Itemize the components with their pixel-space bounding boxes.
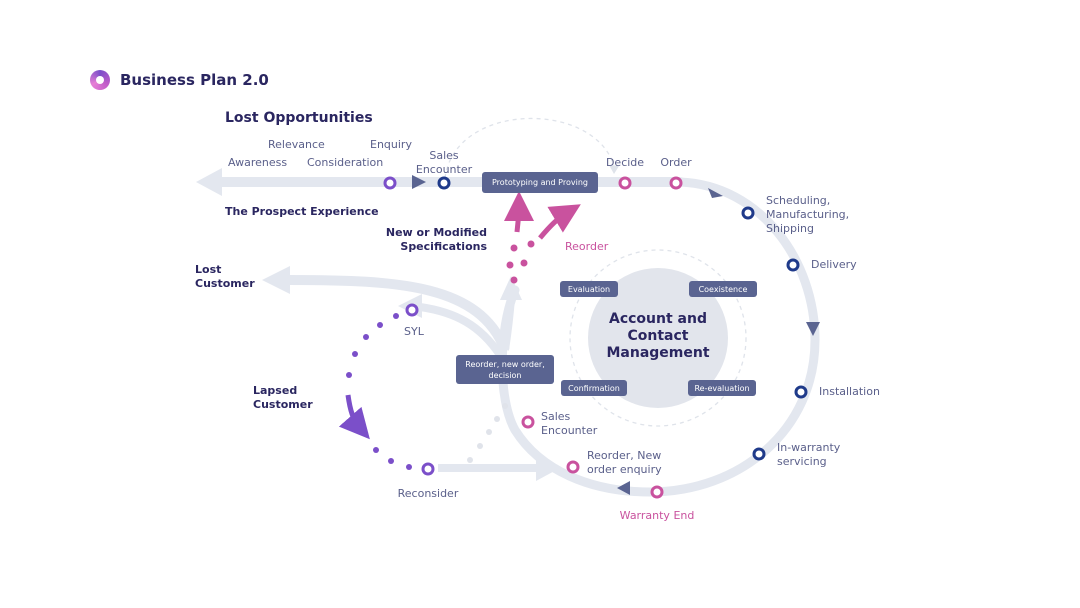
label-scheduling-3: Shipping: [766, 222, 814, 235]
svg-text:Prototyping and Proving: Prototyping and Proving: [492, 178, 588, 187]
label-enquiry: Enquiry: [370, 138, 412, 151]
logo-icon: [90, 70, 110, 90]
label-order: Order: [660, 156, 692, 169]
svg-text:Confirmation: Confirmation: [568, 384, 620, 393]
pink-arrow-specs: [503, 191, 534, 233]
label-new-specs-2: Specifications: [400, 240, 487, 253]
center-label-line3: Management: [606, 345, 709, 361]
svg-text:Re-evaluation: Re-evaluation: [694, 384, 749, 393]
label-in-warranty-1: In-warranty: [777, 441, 841, 454]
label-prospect-experience: The Prospect Experience: [225, 205, 379, 218]
track-arrow-loop-bottom: [617, 481, 630, 495]
pink-dots: [506, 240, 535, 284]
label-new-specs-1: New or Modified: [386, 226, 487, 239]
center-circle: [588, 268, 728, 408]
label-lost-customer-1: Lost: [195, 263, 221, 276]
lost-opportunities-title: Lost Opportunities: [225, 110, 373, 126]
label-sales-encounter-top-2: Encounter: [416, 163, 473, 176]
label-sales-encounter-top-1: Sales: [429, 149, 459, 162]
label-scheduling-1: Scheduling,: [766, 194, 830, 207]
pill-evaluation[interactable]: Evaluation: [560, 281, 618, 297]
svg-text:decision: decision: [489, 371, 522, 380]
track-arrow-loop-right: [806, 322, 820, 336]
label-lapsed-customer-2: Customer: [253, 398, 313, 411]
label-awareness: Awareness: [228, 156, 287, 169]
label-in-warranty-2: servicing: [777, 455, 827, 468]
label-installation: Installation: [819, 385, 880, 398]
pill-prototyping[interactable]: Prototyping and Proving: [482, 172, 598, 193]
pill-coexistence[interactable]: Coexistence: [689, 281, 757, 297]
svg-text:Reorder, new order,: Reorder, new order,: [465, 360, 545, 369]
svg-text:Coexistence: Coexistence: [699, 285, 748, 294]
label-sales-encounter-inner-2: Encounter: [541, 424, 598, 437]
reorder-up-arrow: [500, 276, 522, 351]
pill-confirmation[interactable]: Confirmation: [561, 380, 627, 396]
track-arrow-right: [412, 175, 426, 189]
grey-dots: [467, 403, 508, 463]
header: Business Plan 2.0: [90, 68, 269, 92]
dashed-arc-top: [444, 117, 616, 179]
purple-dots: [346, 313, 412, 470]
reconsider-arrow: [438, 455, 560, 481]
label-sales-encounter-inner-1: Sales: [541, 410, 571, 423]
label-scheduling-2: Manufacturing,: [766, 208, 849, 221]
track-nodes: [383, 176, 808, 499]
pill-re-evaluation[interactable]: Re-evaluation: [688, 380, 756, 396]
track-arrow-loop-top: [708, 188, 723, 198]
label-reorder-enquiry-2: order enquiry: [587, 463, 662, 476]
label-delivery: Delivery: [811, 258, 857, 271]
svg-text:Evaluation: Evaluation: [568, 285, 610, 294]
inner-dashed-cycle: [569, 249, 747, 427]
label-reconsider: Reconsider: [398, 487, 459, 500]
label-consideration: Consideration: [307, 156, 383, 169]
label-lapsed-customer-1: Lapsed: [253, 384, 297, 397]
label-lost-customer-2: Customer: [195, 277, 255, 290]
center-label-line1: Account and: [609, 311, 707, 327]
purple-arrow-lapsed: [338, 394, 370, 440]
label-syl: SYL: [404, 325, 425, 338]
lost-customer-arrow: [262, 266, 510, 352]
pill-reorder-decision[interactable]: Reorder, new order, decision: [456, 355, 554, 384]
label-warranty-end: Warranty End: [620, 509, 695, 522]
label-relevance: Relevance: [268, 138, 325, 151]
label-decide: Decide: [606, 156, 644, 169]
label-reorder: Reorder: [565, 240, 609, 253]
pink-arrow-reorder: [538, 204, 581, 240]
center-label-line2: Contact: [628, 328, 689, 344]
label-reorder-enquiry-1: Reorder, New: [587, 449, 661, 462]
page-title: Business Plan 2.0: [120, 71, 269, 89]
